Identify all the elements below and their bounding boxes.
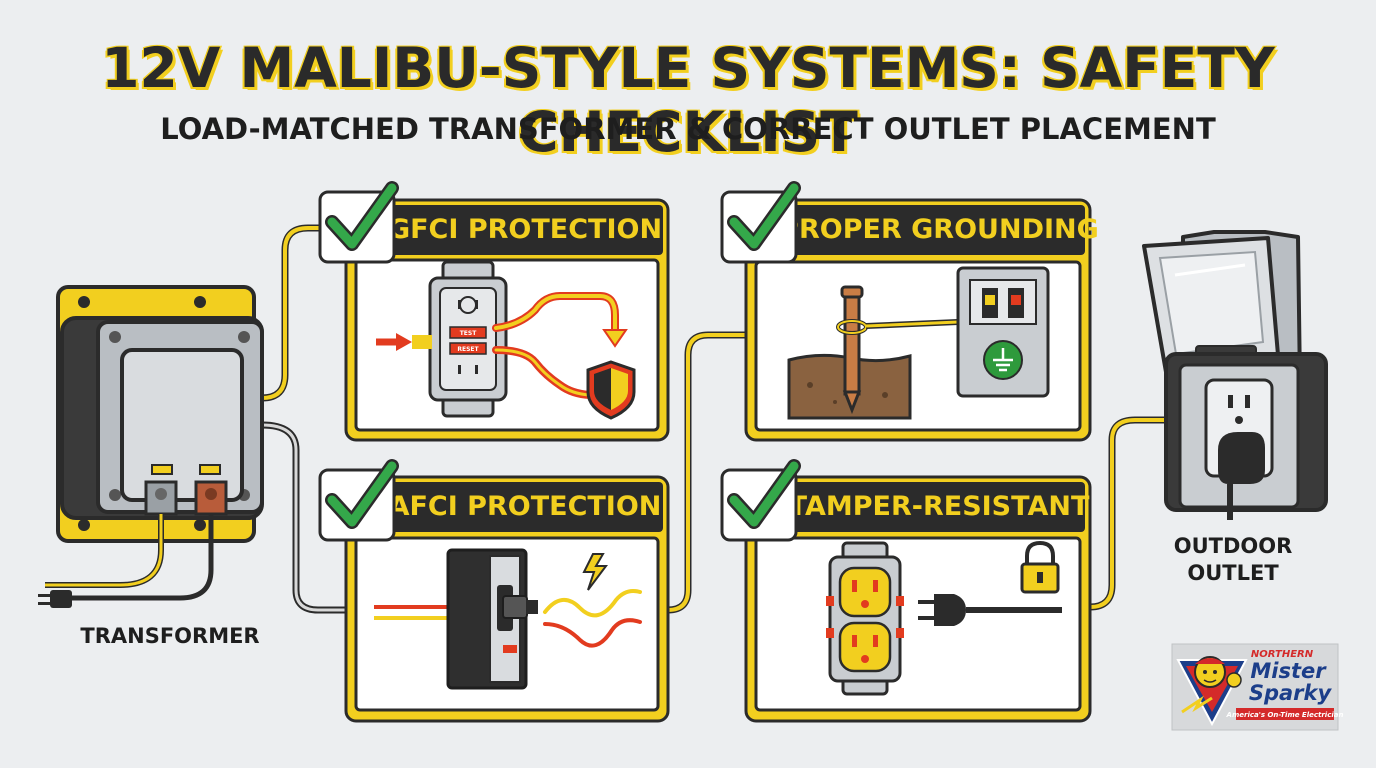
outlet-label-line1: OUTDOOR — [1174, 534, 1293, 558]
card-gfci-protection: GFCI PROTECTION TEST RESET — [318, 181, 670, 442]
check-icon — [318, 181, 399, 264]
logo-sparky: Sparky — [1249, 681, 1333, 705]
page-title: 12V MALIBU-STYLE SYSTEMS: SAFETY CHECKLI… — [101, 36, 1275, 164]
card-tamper-resistant: TAMPER-RESISTANT — [720, 459, 1092, 723]
card-afci-protection: AFCI PROTECTION — [318, 459, 670, 723]
arc-wave-icon — [543, 553, 642, 648]
padlock-icon — [1020, 540, 1060, 594]
card-proper-grounding: PROPER GROUNDING — [720, 181, 1099, 442]
mister-sparky-logo: NORTHERN Mister Sparky America's On-Time… — [1171, 643, 1344, 731]
ground-rod-icon — [787, 285, 959, 420]
card-tamper-title: TAMPER-RESISTANT — [789, 491, 1090, 522]
outdoor-outlet-illustration — [1142, 230, 1328, 520]
connection-wires — [258, 224, 1176, 614]
duplex-outlet-icon — [826, 541, 904, 696]
card-grounding-title: PROPER GROUNDING — [779, 214, 1099, 245]
logo-mister: Mister — [1250, 659, 1327, 683]
transformer-label: TRANSFORMER — [80, 624, 259, 648]
current-arrow-icon — [376, 333, 432, 351]
page-subtitle: LOAD-MATCHED TRANSFORMER & CORRECT OUTLE… — [160, 112, 1216, 146]
transformer-illustration — [38, 285, 264, 608]
fault-path-icon — [492, 292, 628, 399]
check-icon — [318, 459, 399, 542]
check-icon — [720, 459, 801, 542]
check-icon — [720, 181, 801, 264]
plug-icon — [918, 594, 1062, 626]
breaker-icon — [374, 548, 538, 690]
logo-tagline: America's On-Time Electrician — [1226, 711, 1344, 719]
card-afci-title: AFCI PROTECTION — [389, 491, 662, 522]
electrical-panel-icon — [956, 266, 1050, 398]
gfci-test-button: TEST — [460, 330, 478, 337]
card-gfci-title: GFCI PROTECTION — [388, 214, 662, 245]
gfci-reset-button: RESET — [457, 346, 479, 353]
gfci-outlet-icon: TEST RESET — [428, 260, 508, 418]
logo-northern: NORTHERN — [1251, 649, 1314, 660]
outlet-label-line2: OUTLET — [1187, 561, 1279, 585]
shield-icon — [586, 360, 636, 420]
